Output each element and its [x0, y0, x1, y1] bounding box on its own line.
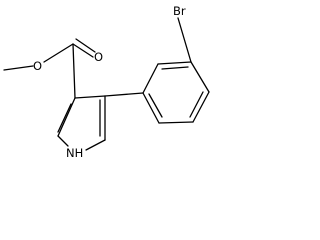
bond-ph-c2-c3: [157, 61, 192, 65]
bond-c3-c2: [57, 97, 76, 137]
bond-ph-c3-c4: [190, 61, 210, 93]
ester-oxygen-label: O: [33, 59, 42, 73]
molecule-diagram: O O Br NH: [3, 4, 210, 160]
bond-ph-c4-c5-inner: [189, 91, 204, 118]
bond-ph-c2-c3-inner: [161, 66, 189, 70]
bond-methyl-oxygen: [3, 65, 34, 71]
bond-oxygen-carbonyl-carbon: [43, 43, 74, 63]
carbonyl-oxygen-label: O: [94, 50, 103, 64]
bond-ph-c6-c1-inner: [148, 93, 163, 118]
bond-ph-c4-c5: [192, 91, 210, 123]
bond-ph-c1-c2: [142, 63, 159, 94]
bond-carbonyl-double-a: [72, 43, 94, 58]
bond-ph-c6-c1: [142, 92, 160, 124]
bond-ph-c5-c6: [158, 121, 194, 124]
bond-carbonyl-c3: [72, 43, 76, 99]
bond-c4-c3: [74, 95, 106, 99]
bond-n1-c5: [85, 139, 106, 151]
bond-phenyl-bromine: [177, 17, 192, 63]
ring-nitrogen-label: NH: [66, 146, 83, 160]
bond-c2-n1: [57, 135, 69, 147]
bond-pyrrole-phenyl: [104, 92, 144, 97]
structure-canvas: O O Br NH: [3, 4, 210, 160]
bond-carbonyl-double-b: [75, 38, 96, 53]
bromine-label: Br: [173, 4, 186, 18]
bond-c3-c2-inner: [57, 103, 72, 133]
